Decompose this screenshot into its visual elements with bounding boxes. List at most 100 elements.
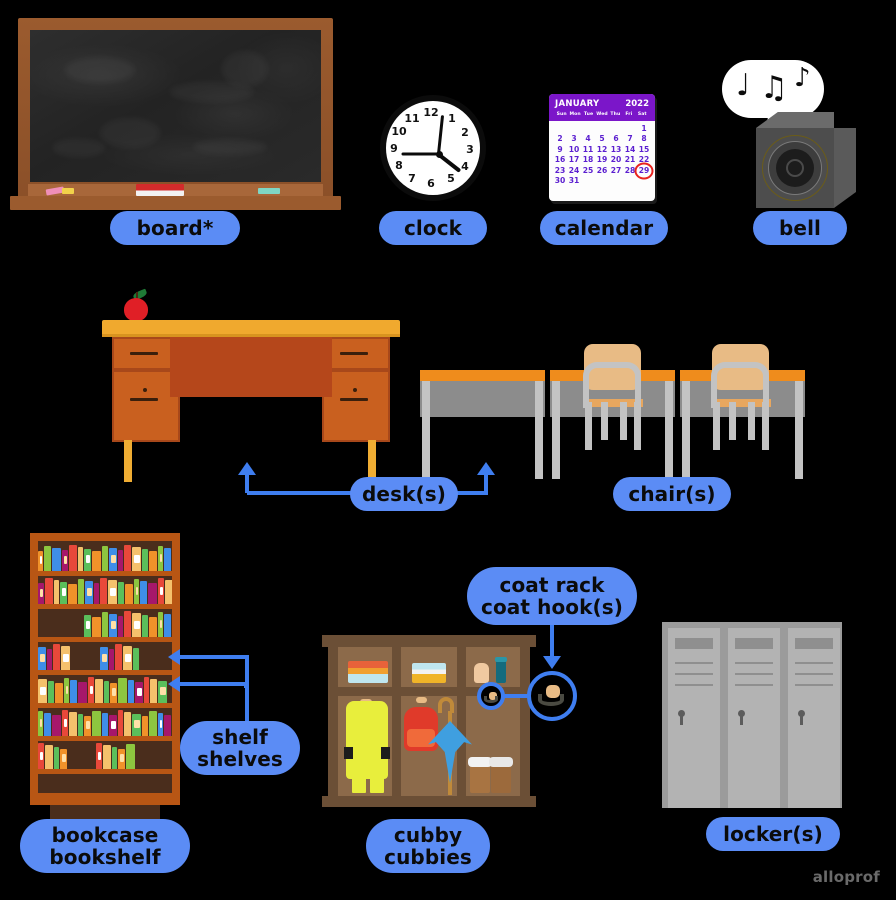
calendar-day-26[interactable]: 26	[596, 165, 608, 175]
book-spine	[92, 711, 101, 736]
book-spine	[68, 584, 77, 604]
label-desk[interactable]: desk(s)	[350, 477, 458, 511]
desk-drawer-bottom-left[interactable]	[112, 370, 180, 442]
book-spine	[69, 712, 77, 736]
calendar-day-24[interactable]: 24	[568, 165, 580, 175]
book-spine	[100, 578, 107, 604]
calendar-day-13[interactable]: 13	[610, 144, 622, 154]
calendar-day-6[interactable]: 6	[613, 134, 619, 144]
calendar-day-31[interactable]: 31	[568, 176, 580, 186]
locker-slot	[735, 673, 773, 675]
calendar-day-12[interactable]: 12	[596, 144, 608, 154]
label-shelf[interactable]: shelf shelves	[180, 721, 300, 775]
calendar-dow-thu: Thu	[610, 112, 621, 117]
cubby-middle-shelf	[328, 687, 530, 696]
calendar-day-27[interactable]: 27	[610, 165, 622, 175]
book-label	[135, 587, 138, 595]
book-spine	[102, 612, 108, 637]
calendar-day-20[interactable]: 20	[610, 155, 622, 165]
label-cubby-line-1: cubby	[393, 822, 463, 847]
book-spine	[149, 617, 157, 637]
desk-drawer-handle	[340, 398, 368, 401]
locker-door-2[interactable]	[728, 628, 780, 808]
calendar-day-1[interactable]: 1	[641, 124, 647, 133]
coat-hook-magnifier-small[interactable]	[477, 682, 505, 710]
book-spine	[53, 644, 60, 670]
label-locker[interactable]: locker(s)	[706, 817, 840, 851]
book-label	[89, 686, 93, 694]
label-bookcase[interactable]: bookcase bookshelf	[20, 819, 190, 873]
student-desk-top	[420, 370, 545, 381]
coat-hook-arm	[538, 694, 564, 706]
calendar-day-18[interactable]: 18	[582, 155, 594, 165]
cubby-hook-col2	[416, 697, 427, 703]
speaker-top-face	[756, 112, 834, 128]
calendar-day-3[interactable]: 3	[571, 134, 577, 144]
book-spine	[52, 715, 61, 736]
calendar-day-4[interactable]: 4	[585, 134, 591, 144]
coat-hook-magnifier-large[interactable]	[527, 671, 577, 721]
bookcase-shelf	[38, 576, 172, 604]
calendar-day-7[interactable]: 7	[627, 134, 633, 144]
calendar-day-30[interactable]: 30	[554, 176, 566, 186]
desk-connector-right	[440, 491, 488, 495]
calendar-day-22[interactable]: 22	[638, 155, 650, 165]
calendar-day-21[interactable]: 21	[624, 155, 636, 165]
book-spine	[118, 678, 127, 703]
calendar-day-19[interactable]: 19	[596, 155, 608, 165]
locker-lock-icon[interactable]	[798, 710, 805, 717]
chair-leg	[620, 402, 627, 440]
calendar-dow-tue: Tue	[583, 112, 594, 117]
label-board[interactable]: board*	[110, 211, 240, 245]
calendar-day-10[interactable]: 10	[568, 144, 580, 154]
calendar-day-17[interactable]: 17	[568, 155, 580, 165]
calendar-blank-cell	[567, 124, 581, 134]
calendar-day-5[interactable]: 5	[599, 134, 605, 144]
calendar-day-16[interactable]: 16	[554, 155, 566, 165]
locker-lock-icon[interactable]	[678, 710, 685, 717]
speaker-front-face	[756, 128, 834, 208]
calendar-day-9[interactable]: 9	[557, 144, 563, 154]
calendar-day-23[interactable]: 23	[554, 165, 566, 175]
label-calendar[interactable]: calendar	[540, 211, 668, 245]
winter-boot-cuff-r	[489, 757, 513, 767]
book-spine	[55, 683, 63, 703]
label-clock[interactable]: clock	[379, 211, 487, 245]
speaker-dust-cap	[786, 159, 804, 177]
label-cubby[interactable]: cubby cubbies	[366, 819, 490, 873]
clock-minute-hand	[401, 152, 438, 156]
locker-door-3[interactable]	[788, 628, 840, 808]
label-chair[interactable]: chair(s)	[613, 477, 731, 511]
locker-keyhole	[800, 716, 803, 725]
cubby-divider	[457, 647, 466, 796]
calendar-day-8[interactable]: 8	[641, 134, 647, 144]
cubby-thermos-icon	[496, 659, 506, 683]
bookcase-shelf-board	[38, 571, 172, 576]
desk-drawer-bottom-right[interactable]	[322, 370, 390, 442]
calendar-day-25[interactable]: 25	[582, 165, 594, 175]
calendar-day-15[interactable]: 15	[638, 144, 650, 154]
book-spine	[118, 582, 124, 604]
calendar-day-11[interactable]: 11	[582, 144, 594, 154]
book-spine	[45, 578, 53, 604]
eraser-icon	[136, 184, 184, 196]
book-spine	[109, 649, 114, 670]
book-spine	[54, 580, 59, 604]
label-bell-line-1: bell	[779, 215, 821, 240]
calendar-day-28[interactable]: 28	[624, 165, 636, 175]
locker-lock-icon[interactable]	[738, 710, 745, 717]
locker-door-1[interactable]	[668, 628, 720, 808]
calendar-day-2[interactable]: 2	[557, 134, 563, 144]
calendar-day-29[interactable]: 29	[638, 165, 650, 175]
label-bell[interactable]: bell	[753, 211, 847, 245]
locker-slot	[675, 662, 713, 664]
student-desk-leg	[795, 381, 803, 479]
book-spine	[124, 611, 131, 637]
locker-slot	[795, 662, 833, 664]
label-coat-rack[interactable]: coat rack coat hook(s)	[467, 567, 637, 625]
calendar-day-14[interactable]: 14	[624, 144, 636, 154]
locker-slot	[795, 673, 833, 675]
book-spine	[118, 550, 123, 571]
